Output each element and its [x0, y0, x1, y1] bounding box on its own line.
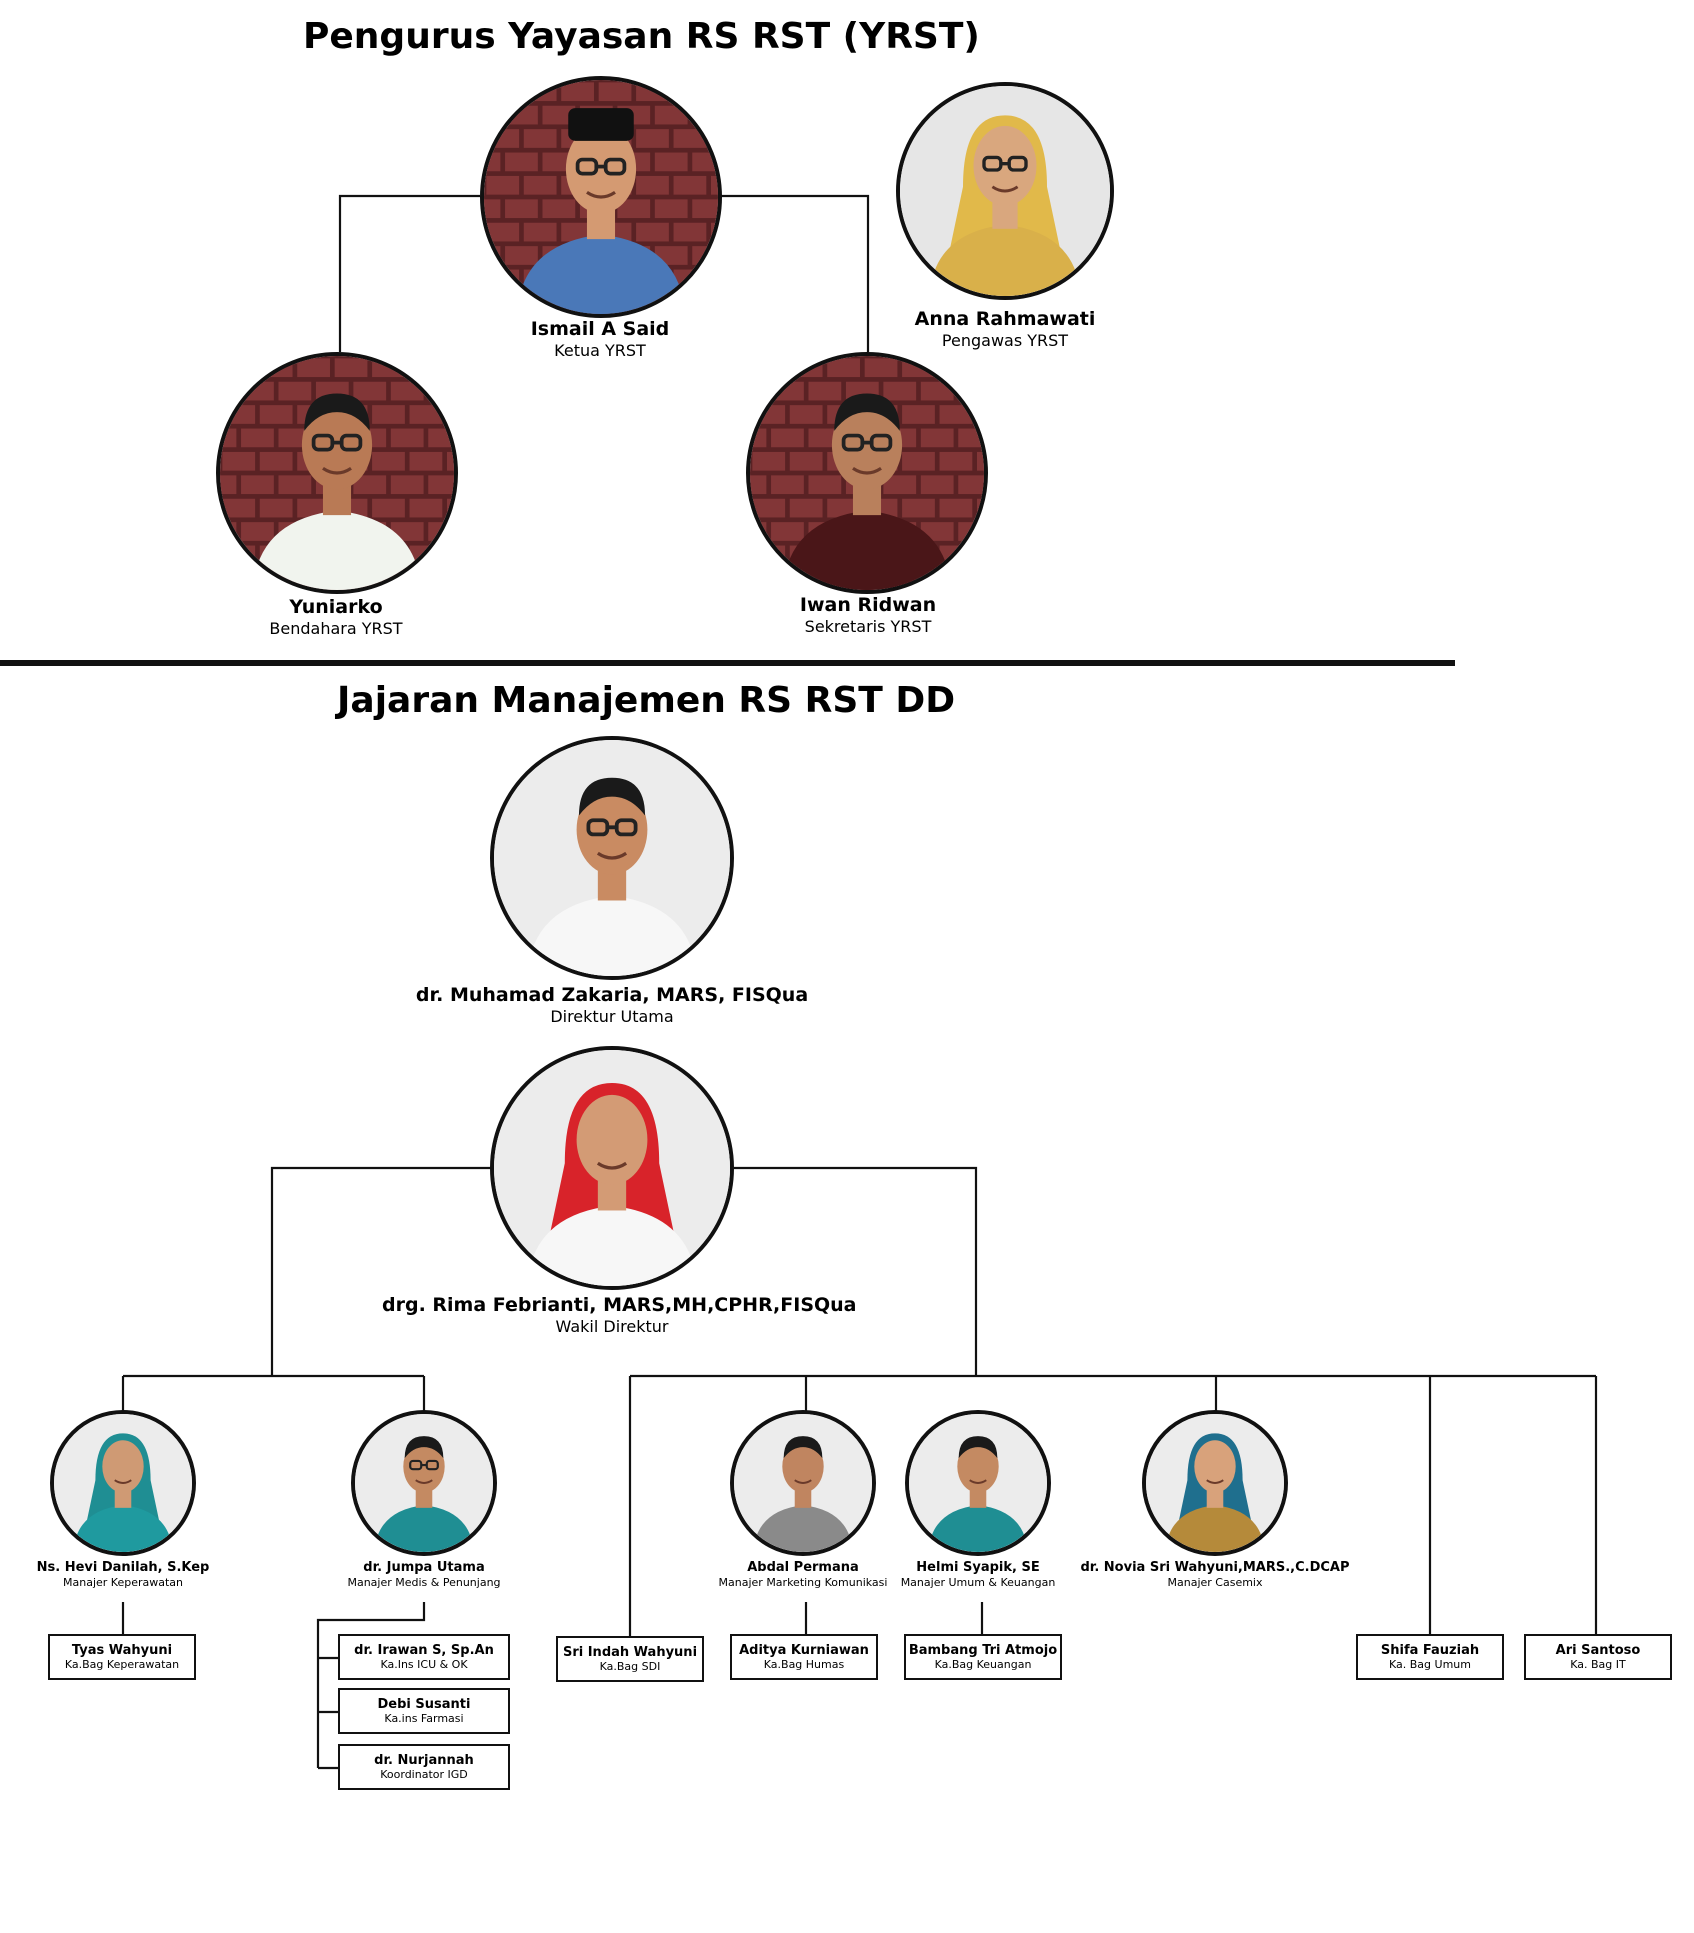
unit-role: Ka.Bag SDI — [599, 1660, 661, 1674]
person-photo-icon — [494, 740, 730, 976]
label-pengawas: Anna Rahmawati Pengawas YRST — [900, 308, 1110, 350]
unit-name: dr. Nurjannah — [374, 1752, 474, 1768]
manager-name: dr. Novia Sri Wahyuni,MARS.,C.DCAP — [1080, 1560, 1350, 1575]
unit-role: Ka.Bag Keperawatan — [64, 1658, 180, 1672]
unit-box-keperawatan: Tyas Wahyuni Ka.Bag Keperawatan — [48, 1634, 196, 1680]
label-bendahara: Yuniarko Bendahara YRST — [236, 596, 436, 638]
person-photo-icon — [484, 80, 718, 314]
unit-name: Debi Susanti — [377, 1696, 471, 1712]
unit-role: Ka.Bag Humas — [763, 1658, 845, 1672]
avatar-manajer-marketing — [730, 1410, 876, 1556]
manager-name: Abdal Permana — [747, 1560, 859, 1575]
label-manajer-marketing: Abdal Permana Manajer Marketing Komunika… — [688, 1560, 918, 1589]
direktur-name: dr. Muhamad Zakaria, MARS, FISQua — [415, 984, 809, 1006]
sekretaris-name: Iwan Ridwan — [799, 594, 937, 616]
label-wakil: drg. Rima Febrianti, MARS,MH,CPHR,FISQua… — [382, 1294, 857, 1336]
manager-name: Helmi Syapik, SE — [916, 1560, 1040, 1575]
wakil-name: drg. Rima Febrianti, MARS,MH,CPHR,FISQua — [382, 1294, 857, 1316]
avatar-ketua — [480, 76, 722, 318]
unit-name: Shifa Fauziah — [1380, 1642, 1480, 1658]
avatar-direktur — [490, 736, 734, 980]
connector-wakil-right — [734, 1166, 978, 1376]
unit-name: dr. Irawan S, Sp.An — [354, 1642, 494, 1658]
pengawas-role: Pengawas YRST — [941, 330, 1069, 350]
label-manajer-umum: Helmi Syapik, SE Manajer Umum & Keuangan — [863, 1560, 1093, 1589]
bendahara-name: Yuniarko — [289, 596, 383, 618]
wakil-role: Wakil Direktur — [555, 1316, 669, 1336]
ketua-name: Ismail A Said — [530, 318, 670, 340]
yayasan-title: Pengurus Yayasan RS RST (YRST) — [303, 16, 980, 57]
unit-role: Ka.Bag Keuangan — [934, 1658, 1032, 1672]
bendahara-role: Bendahara YRST — [269, 618, 403, 638]
avatar-bendahara — [216, 352, 458, 594]
unit-role: Koordinator IGD — [380, 1768, 468, 1782]
label-manajer-keperawatan: Ns. Hevi Danilah, S.Kep Manajer Keperawa… — [8, 1560, 238, 1589]
manager-role: Manajer Keperawatan — [63, 1575, 183, 1589]
person-photo-icon — [909, 1414, 1047, 1552]
unit-name: Aditya Kurniawan — [739, 1642, 869, 1658]
person-photo-icon — [734, 1414, 872, 1552]
manager-role: Manajer Umum & Keuangan — [900, 1575, 1056, 1589]
unit-name: Ari Santoso — [1555, 1642, 1641, 1658]
label-sekretaris: Iwan Ridwan Sekretaris YRST — [768, 594, 968, 636]
manager-role: Manajer Medis & Penunjang — [347, 1575, 501, 1589]
label-manajer-medis: dr. Jumpa Utama Manajer Medis & Penunjan… — [309, 1560, 539, 1589]
unit-box-sdi: Sri Indah Wahyuni Ka.Bag SDI — [556, 1636, 704, 1682]
person-photo-icon — [750, 356, 984, 590]
unit-box-icu-ok: dr. Irawan S, Sp.An Ka.Ins ICU & OK — [338, 1634, 510, 1680]
person-photo-icon — [900, 86, 1110, 296]
unit-name: Tyas Wahyuni — [71, 1642, 173, 1658]
person-photo-icon — [494, 1050, 730, 1286]
manajemen-title: Jajaran Manajemen RS RST DD — [337, 680, 956, 721]
person-photo-icon — [1146, 1414, 1284, 1552]
unit-box-igd: dr. Nurjannah Koordinator IGD — [338, 1744, 510, 1790]
person-photo-icon — [54, 1414, 192, 1552]
avatar-manajer-umum — [905, 1410, 1051, 1556]
unit-role: Ka. Bag Umum — [1389, 1658, 1471, 1672]
section-divider — [0, 660, 1455, 666]
label-manajer-casemix: dr. Novia Sri Wahyuni,MARS.,C.DCAP Manaj… — [1080, 1560, 1350, 1589]
person-photo-icon — [355, 1414, 493, 1552]
avatar-manajer-keperawatan — [50, 1410, 196, 1556]
connector-medis-subtree — [316, 1602, 426, 1768]
unit-box-keuangan: Bambang Tri Atmojo Ka.Bag Keuangan — [904, 1634, 1062, 1680]
connector-ketua-sekretaris — [720, 194, 870, 352]
avatar-manajer-casemix — [1142, 1410, 1288, 1556]
connector-wakil-left — [270, 1166, 492, 1376]
unit-name: Bambang Tri Atmojo — [908, 1642, 1058, 1658]
unit-name: Sri Indah Wahyuni — [562, 1644, 698, 1660]
manager-name: Ns. Hevi Danilah, S.Kep — [36, 1560, 210, 1575]
avatar-wakil — [490, 1046, 734, 1290]
unit-box-it: Ari Santoso Ka. Bag IT — [1524, 1634, 1672, 1680]
unit-role: Ka.Ins ICU & OK — [380, 1658, 468, 1672]
direktur-role: Direktur Utama — [550, 1006, 674, 1026]
unit-role: Ka. Bag IT — [1570, 1658, 1626, 1672]
manager-name: dr. Jumpa Utama — [363, 1560, 485, 1575]
unit-box-farmasi: Debi Susanti Ka.ins Farmasi — [338, 1688, 510, 1734]
pengawas-name: Anna Rahmawati — [914, 308, 1096, 330]
label-direktur: dr. Muhamad Zakaria, MARS, FISQua Direkt… — [412, 984, 812, 1026]
ketua-role: Ketua YRST — [554, 340, 646, 360]
manager-role: Manajer Casemix — [1167, 1575, 1263, 1589]
unit-role: Ka.ins Farmasi — [384, 1712, 464, 1726]
avatar-sekretaris — [746, 352, 988, 594]
unit-box-umum: Shifa Fauziah Ka. Bag Umum — [1356, 1634, 1504, 1680]
person-photo-icon — [220, 356, 454, 590]
label-ketua: Ismail A Said Ketua YRST — [500, 318, 700, 360]
sekretaris-role: Sekretaris YRST — [804, 616, 932, 636]
avatar-manajer-medis — [351, 1410, 497, 1556]
unit-box-humas: Aditya Kurniawan Ka.Bag Humas — [730, 1634, 878, 1680]
manager-role: Manajer Marketing Komunikasi — [718, 1575, 888, 1589]
avatar-pengawas — [896, 82, 1114, 300]
connector-ketua-bendahara — [338, 194, 480, 352]
